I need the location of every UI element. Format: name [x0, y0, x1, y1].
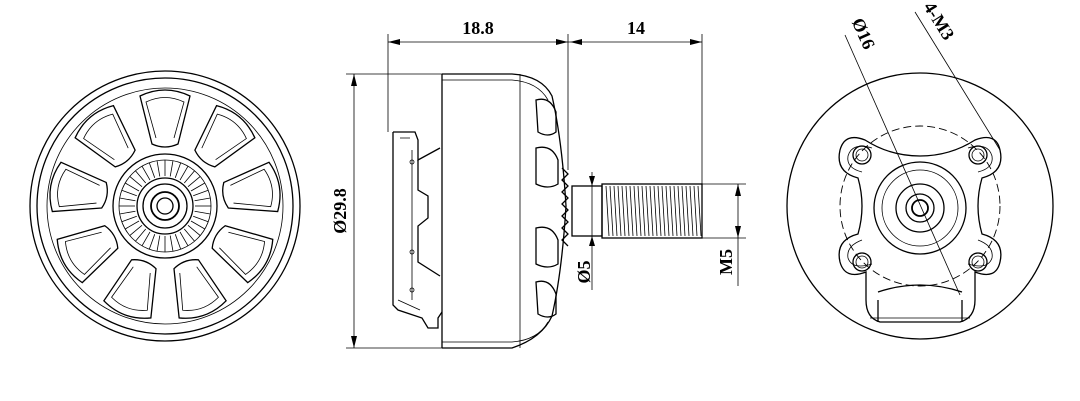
- dim-bolt-circle-diameter: Ø16: [848, 15, 879, 52]
- vent-slot: [103, 259, 157, 319]
- dim-mount-holes: 4-M3: [920, 0, 959, 43]
- front-view-ventilation-slots: [49, 89, 281, 319]
- dim-outer-diameter: Ø29.8: [330, 188, 350, 234]
- vent-slot: [49, 161, 108, 213]
- vent-slot: [222, 161, 281, 213]
- shaft-thread: [605, 185, 702, 237]
- vent-slot: [194, 104, 256, 168]
- vent-slot: [74, 104, 136, 168]
- front-view-stator-ribs: [119, 160, 211, 252]
- dim-thread-size: M5: [716, 249, 736, 275]
- dim-shaft-length: 14: [627, 18, 645, 38]
- vent-slot: [139, 89, 191, 148]
- side-view-motor: [392, 73, 703, 349]
- dim-overall-length: 18.8: [462, 18, 494, 38]
- back-view-base: [786, 11, 1054, 340]
- dim-shaft-base-diameter: Ø5: [574, 260, 594, 283]
- vent-slot: [211, 225, 274, 284]
- front-view-bell: [29, 70, 301, 342]
- vent-slot: [173, 259, 227, 319]
- dimension-annotations: 18.8 14 Ø29.8 Ø5 M5 Ø16 4-M3: [330, 0, 959, 349]
- vent-slot: [56, 225, 119, 284]
